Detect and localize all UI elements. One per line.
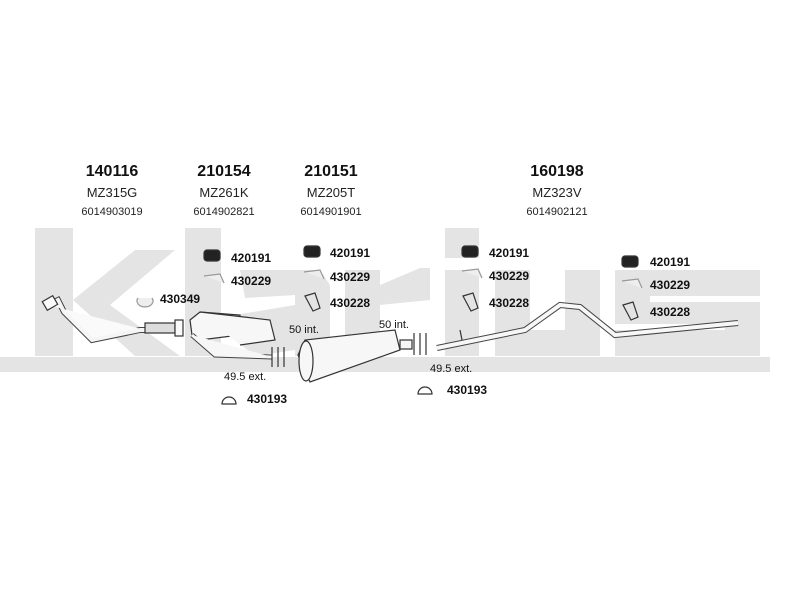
front-silencer — [189, 311, 285, 367]
hanger-bracket-icon — [304, 292, 321, 312]
part-label: 430229 — [330, 270, 371, 284]
rubber-mount-icon — [461, 245, 479, 258]
mount-icon — [221, 396, 237, 405]
part-code: MZ261K — [199, 185, 249, 200]
part-label: 430228 — [330, 296, 371, 310]
rubber-mount-icon — [303, 245, 321, 258]
part-code: MZ205T — [306, 185, 356, 200]
part-label: 430229 — [650, 278, 691, 292]
part-number: 140116 — [85, 163, 139, 180]
oem-number: 6014902121 — [526, 206, 588, 218]
oem-number: 6014903019 — [81, 206, 143, 218]
part-label: 430228 — [489, 296, 530, 310]
dimension-label: 50 int. — [289, 324, 319, 336]
bracket-icon — [203, 273, 225, 284]
part-label: 430349 — [160, 292, 201, 306]
bracket-icon — [621, 278, 643, 289]
part-label: 430228 — [650, 305, 691, 319]
part-code: MZ315G — [86, 185, 138, 200]
rear-silencer — [297, 329, 427, 383]
dimension-label: 49.5 ext. — [430, 363, 473, 375]
hanger-bracket-icon — [462, 292, 479, 312]
dimension-label: 50 int. — [379, 319, 409, 331]
part-label: 420191 — [489, 246, 530, 260]
mount-icon — [417, 386, 433, 395]
rubber-mount-icon — [621, 255, 639, 268]
part-label: 420191 — [650, 255, 691, 269]
oem-number: 6014902821 — [193, 206, 255, 218]
bracket-icon — [303, 269, 325, 280]
part-label: 420191 — [231, 251, 272, 265]
dimension-label: 49.5 ext. — [224, 371, 267, 383]
tail-pipe — [436, 301, 739, 351]
watermark-bar — [0, 357, 770, 372]
rubber-mount-icon — [203, 249, 221, 262]
bracket-icon — [461, 268, 483, 279]
hanger-icons — [136, 245, 643, 405]
part-label: 430229 — [231, 274, 272, 288]
part-label: 420191 — [330, 246, 371, 260]
oem-number: 6014901901 — [300, 206, 362, 218]
part-label: 430193 — [447, 383, 488, 397]
part-code: MZ323V — [532, 185, 582, 200]
part-label: 430229 — [489, 269, 530, 283]
part-number: 160198 — [530, 163, 584, 180]
part-label: 430193 — [247, 392, 288, 406]
hanger-bracket-icon — [622, 301, 639, 321]
clamp-icon — [136, 297, 154, 308]
part-number: 210151 — [304, 163, 358, 180]
part-number: 210154 — [197, 163, 251, 180]
front-pipe — [41, 294, 184, 344]
